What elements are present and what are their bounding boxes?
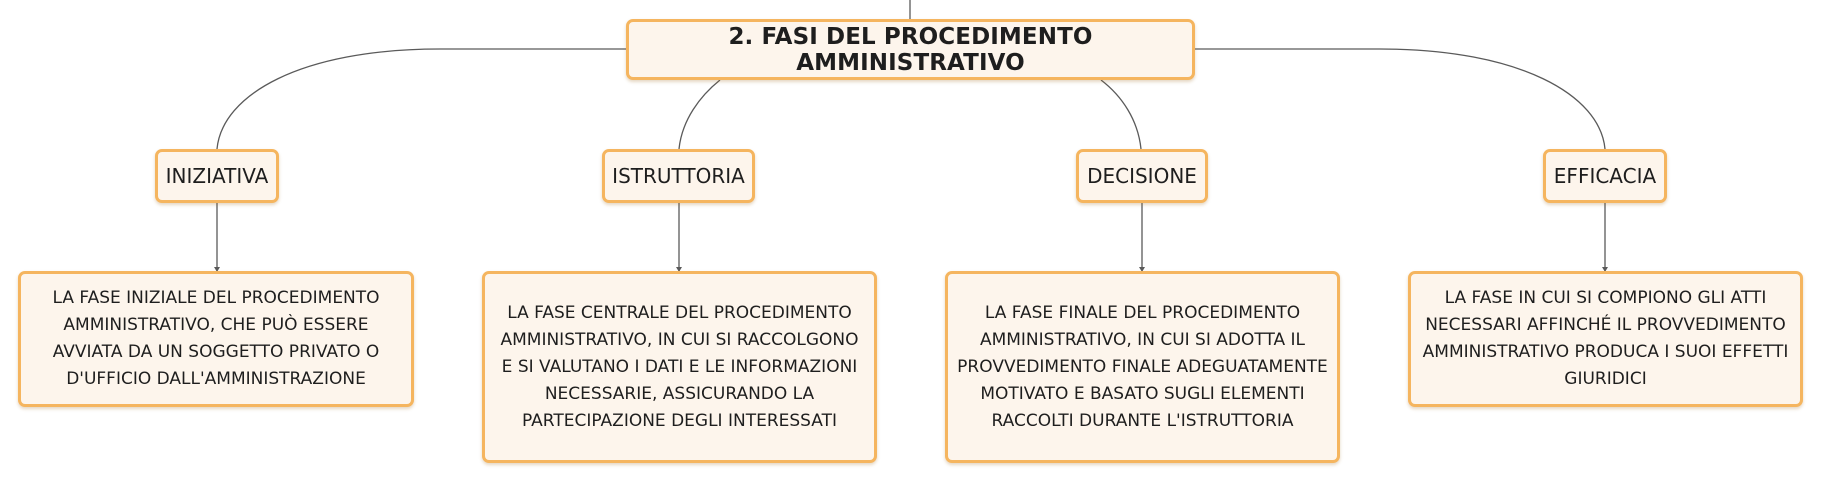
phase-label-istruttoria: ISTRUTTORIA [612, 164, 745, 188]
description-text-istruttoria: LA FASE CENTRALE DEL PROCEDIMENTO AMMINI… [500, 302, 859, 431]
phase-label-iniziativa: INIZIATIVA [165, 164, 269, 188]
phase-node-iniziativa[interactable]: INIZIATIVA [155, 149, 279, 203]
arrowhead-istruttoria [676, 267, 682, 272]
connector-root-iniziativa [216, 48, 626, 150]
description-text-iniziativa: LA FASE INIZIALE DEL PROCEDIMENTO AMMINI… [52, 288, 380, 389]
description-node-efficacia[interactable]: LA FASE IN CUI SI COMPIONO GLI ATTI NECE… [1408, 271, 1803, 407]
description-node-istruttoria[interactable]: LA FASE CENTRALE DEL PROCEDIMENTO AMMINI… [482, 271, 877, 463]
phase-label-efficacia: EFFICACIA [1553, 164, 1657, 188]
phase-node-efficacia[interactable]: EFFICACIA [1543, 149, 1667, 203]
description-text-decisione: LA FASE FINALE DEL PROCEDIMENTO AMMINIST… [957, 302, 1328, 431]
description-text-efficacia: LA FASE IN CUI SI COMPIONO GLI ATTI NECE… [1422, 288, 1789, 389]
arrowhead-iniziativa [214, 267, 220, 272]
arrowhead-efficacia [1602, 267, 1608, 272]
phase-node-istruttoria[interactable]: ISTRUTTORIA [602, 149, 755, 203]
connector-root-decisione [1100, 79, 1142, 150]
connector-root-istruttoria [678, 79, 721, 150]
root-topic-title: 2. FASI DEL PROCEDIMENTO AMMINISTRATIVO [728, 23, 1093, 76]
connector-root-efficacia [1195, 48, 1606, 150]
phase-node-decisione[interactable]: DECISIONE [1076, 149, 1208, 203]
description-node-decisione[interactable]: LA FASE FINALE DEL PROCEDIMENTO AMMINIST… [945, 271, 1340, 463]
phase-label-decisione: DECISIONE [1087, 164, 1197, 188]
root-topic[interactable]: 2. FASI DEL PROCEDIMENTO AMMINISTRATIVO [626, 19, 1195, 80]
arrowhead-decisione [1139, 267, 1145, 272]
description-node-iniziativa[interactable]: LA FASE INIZIALE DEL PROCEDIMENTO AMMINI… [18, 271, 414, 407]
